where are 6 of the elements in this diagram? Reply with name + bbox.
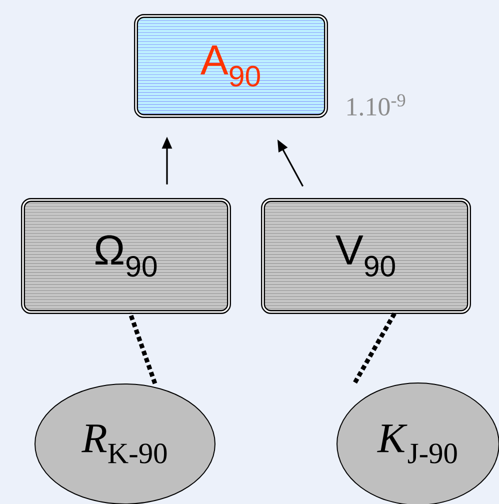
annotation-text: 1.10$^{-9}$ [348,94,406,116]
dotted-line [353,311,397,384]
dotted-line [128,312,158,384]
process-box: V$_{90}$ [261,198,471,314]
process-box: Ω$_{90}$ [21,198,231,314]
process-box: A$_{90}$ [134,14,328,118]
